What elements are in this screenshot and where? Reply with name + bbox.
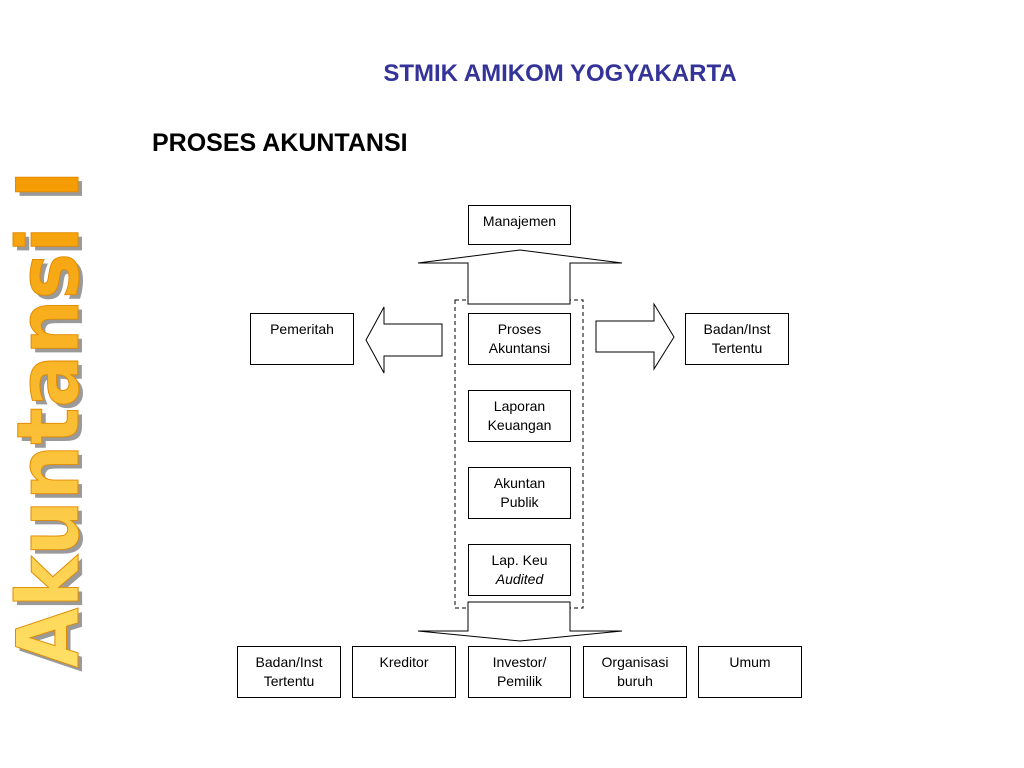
recipient-1-line-1: Badan/Inst (255, 654, 323, 670)
arrow-up-icon (417, 249, 623, 305)
box-akuntan-publik: Akuntan Publik (468, 467, 571, 519)
box-recipient-badan-inst: Badan/Inst Tertentu (237, 646, 341, 698)
box-manajemen: Manajemen (468, 205, 571, 245)
box-recipient-organisasi-buruh: Organisasi buruh (583, 646, 687, 698)
box-badan-inst-right: Badan/Inst Tertentu (685, 313, 789, 365)
box-pemeritah-label: Pemeritah (270, 321, 334, 337)
slide-title: PROSES AKUNTANSI (152, 129, 408, 157)
recipient-4-line-2: buruh (617, 673, 653, 689)
laporan-line-1: Laporan (493, 398, 546, 414)
box-proses-akuntansi: Proses Akuntansi (468, 313, 571, 365)
box-pemeritah: Pemeritah (250, 313, 354, 365)
box-recipient-investor: Investor/ Pemilik (468, 646, 571, 698)
banner-text: Akuntansi I (0, 170, 99, 668)
box-lap-keu-audited: Lap. Keu Audited (468, 544, 571, 596)
arrow-down-icon (417, 601, 623, 642)
recipient-1-line-2: Tertentu (263, 673, 315, 689)
lapkeu-line-1: Lap. Keu (491, 552, 548, 568)
akuntan-line-1: Akuntan (493, 475, 546, 491)
recipient-3-line-2: Pemilik (496, 673, 543, 689)
banner-text-shadow: Akuntansi I (3, 174, 100, 672)
arrow-left-icon (365, 306, 443, 374)
badan-right-line-1: Badan/Inst (703, 321, 771, 337)
proses-line-1: Proses (497, 321, 542, 337)
recipient-3-line-1: Investor/ (492, 654, 547, 670)
vertical-banner: Akuntansi I Akuntansi I (0, 170, 100, 673)
institution-title: STMIK AMIKOM YOGYAKARTA (383, 60, 737, 87)
box-laporan-keuangan: Laporan Keuangan (468, 390, 571, 442)
recipient-5-line-1: Umum (729, 654, 771, 670)
box-manajemen-label: Manajemen (482, 213, 557, 229)
akuntan-line-2: Publik (500, 494, 539, 510)
laporan-line-2: Keuangan (487, 417, 552, 433)
proses-line-2: Akuntansi (488, 340, 551, 356)
box-recipient-umum: Umum (698, 646, 802, 698)
recipient-4-line-1: Organisasi (601, 654, 669, 670)
lapkeu-line-2: Audited (495, 571, 544, 587)
badan-right-line-2: Tertentu (711, 340, 763, 356)
box-recipient-kreditor: Kreditor (352, 646, 456, 698)
recipient-2-line-1: Kreditor (379, 654, 429, 670)
arrow-right-icon (595, 302, 675, 371)
